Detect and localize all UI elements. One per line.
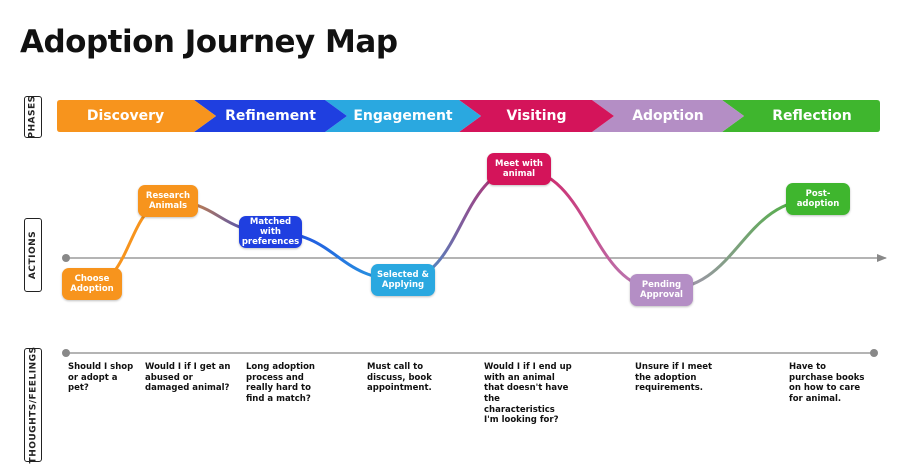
thought-text: Long adoption process and really hard to… xyxy=(246,362,315,404)
phase-chevron-refinement xyxy=(194,100,347,132)
thought-text: Unsure if I meet the adoption requiremen… xyxy=(635,362,713,394)
phase-chevron-engagement xyxy=(325,100,481,132)
action-node-research-animals: Research Animals xyxy=(138,185,198,217)
journey-curve-segment xyxy=(518,167,662,292)
phases-row-label: PHASES xyxy=(24,95,42,139)
action-node-choose-adoption: Choose Adoption xyxy=(62,268,122,300)
action-node-meet-with-animal: Meet with animal xyxy=(487,153,551,185)
action-node-post-adoption: Post-adoption xyxy=(786,183,850,215)
thought-text: Would I if I get an abused or damaged an… xyxy=(145,362,231,394)
thoughts-axis-end-dot xyxy=(870,349,878,357)
action-node-matched-with-preferences: Matched with preferences xyxy=(239,216,302,248)
actions-row-label: ACTIONS xyxy=(24,218,42,292)
phase-chevron-discovery xyxy=(57,100,216,132)
page-title: Adoption Journey Map xyxy=(20,24,398,60)
actions-axis-start-dot xyxy=(62,254,70,262)
phase-chevron-adoption xyxy=(592,100,744,132)
phase-chevron-reflection xyxy=(722,100,880,132)
action-node-selected-applying: Selected & Applying xyxy=(371,264,435,296)
thought-text: Would I if I end up with an animal that … xyxy=(484,362,572,426)
thoughts-row-label: THOUGHTS/FEELINGS xyxy=(24,347,42,463)
thoughts-axis-start-dot xyxy=(62,349,70,357)
action-node-pending-approval: Pending Approval xyxy=(630,274,693,306)
thought-text: Have to purchase books on how to care fo… xyxy=(789,362,865,404)
phase-chevron-visiting-shelter xyxy=(459,100,614,132)
thought-text: Must call to discuss, book appointment. xyxy=(367,362,432,394)
thought-text: Should I shop or adopt a pet? xyxy=(68,362,134,394)
